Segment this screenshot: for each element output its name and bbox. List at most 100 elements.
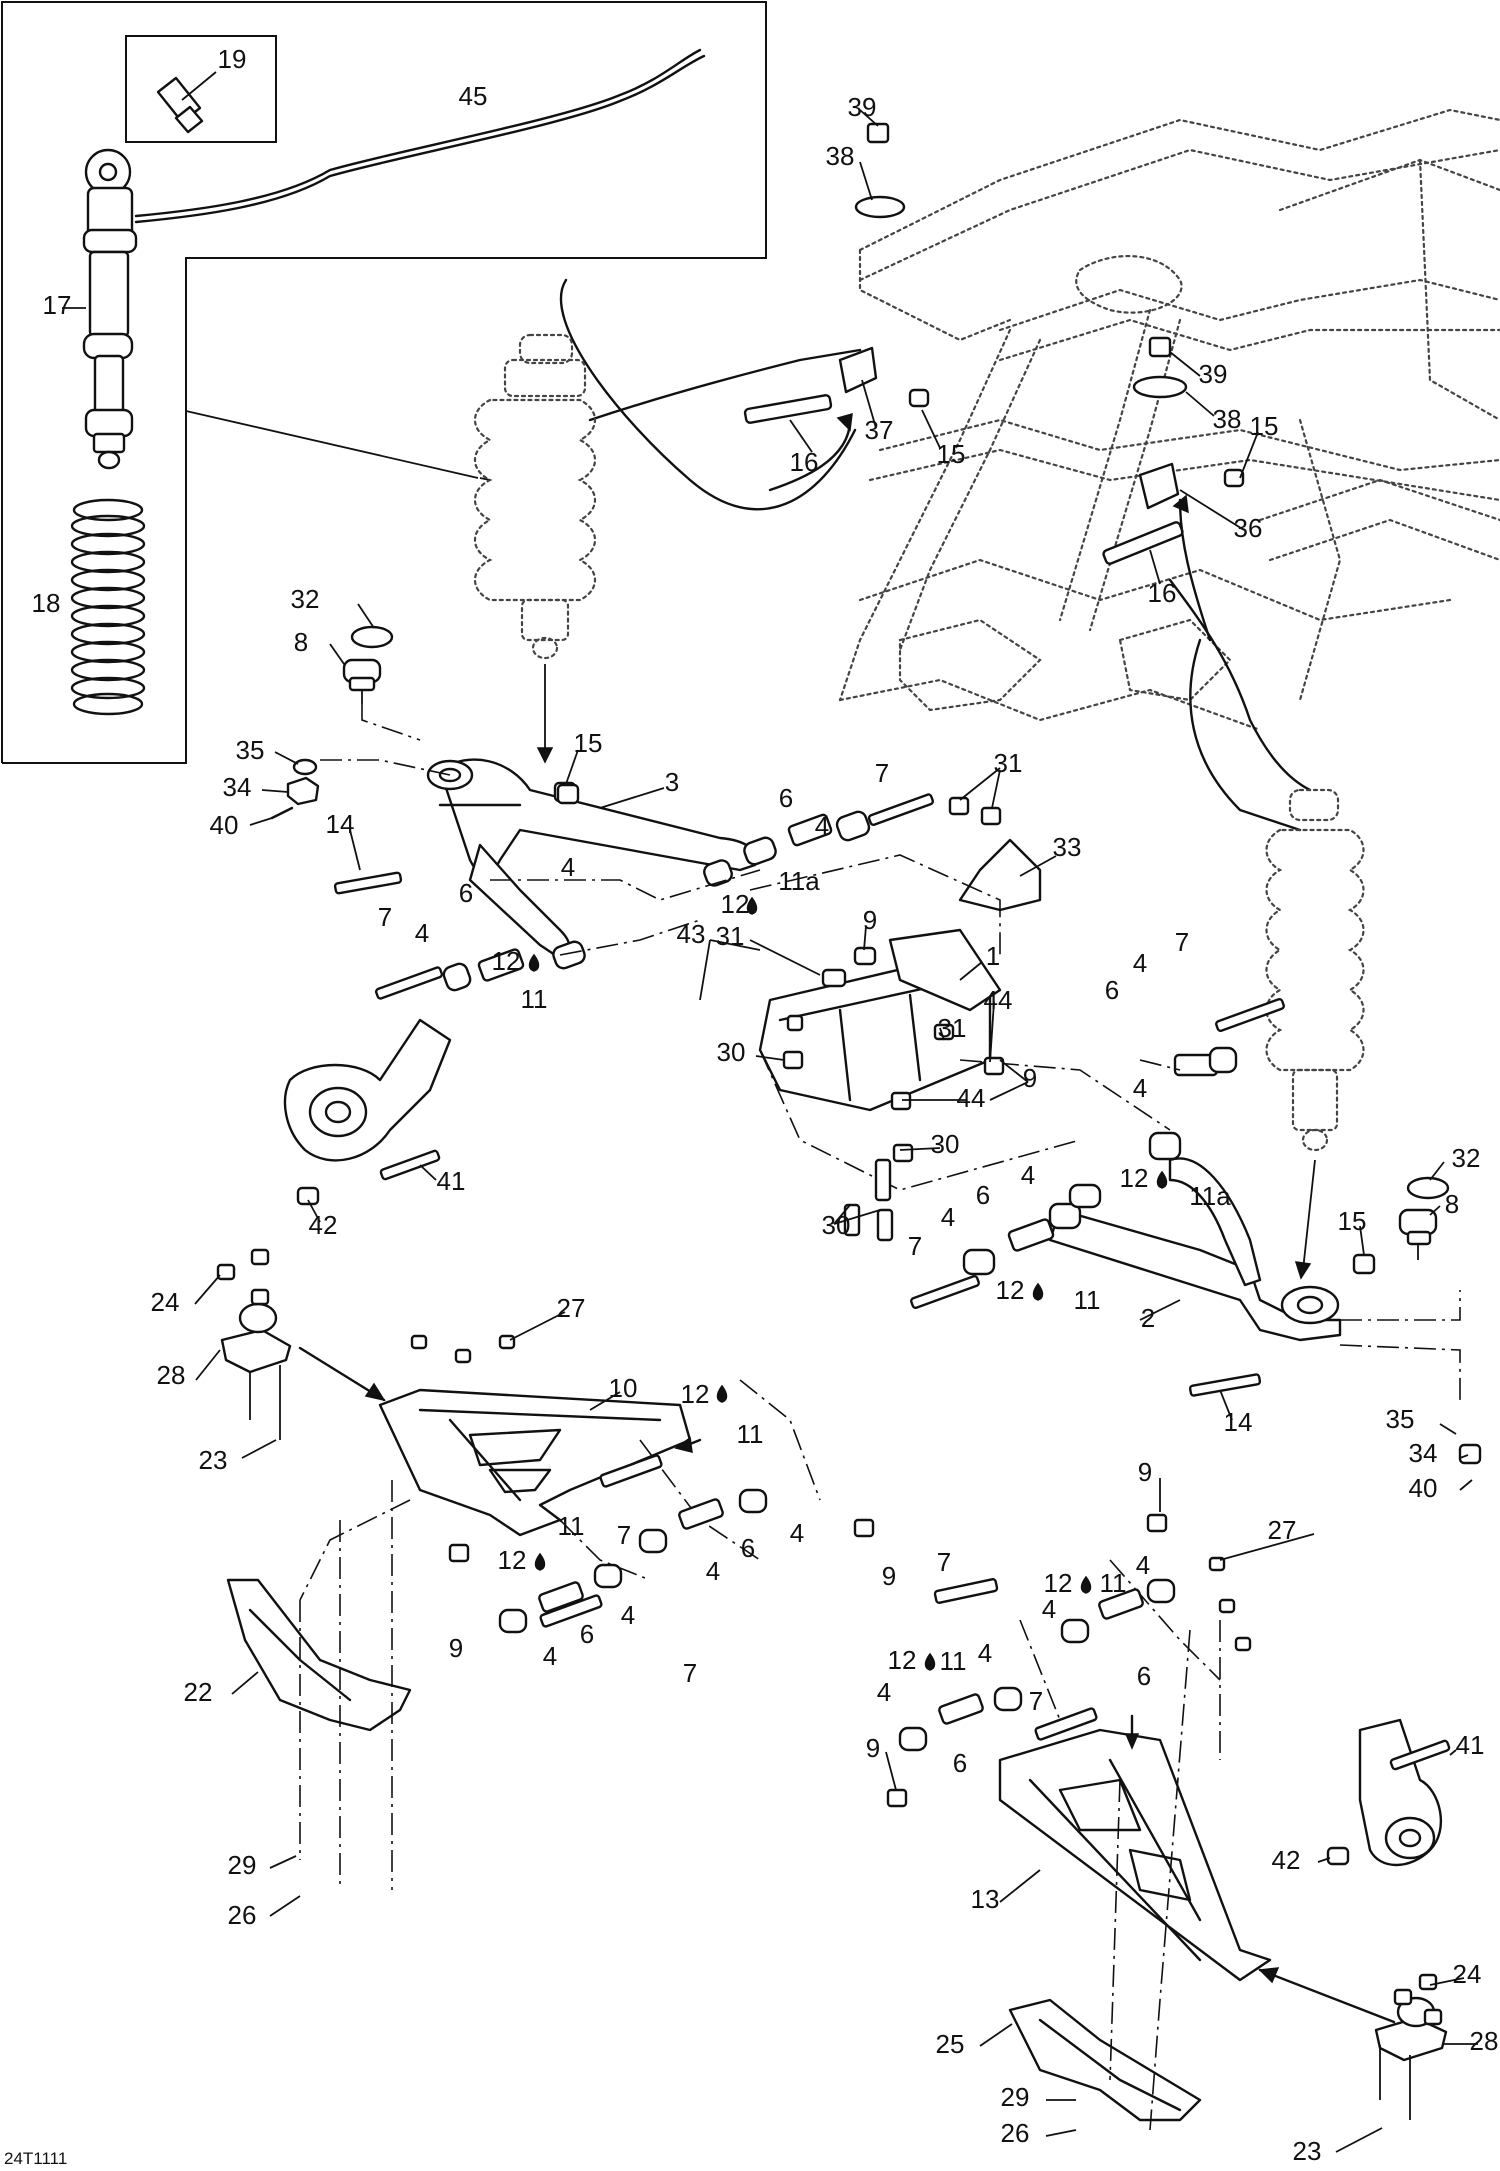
- callout-17: 17: [43, 290, 72, 320]
- callout-8: 8: [294, 627, 308, 657]
- callout-6: 6: [459, 878, 473, 908]
- callout-39: 39: [848, 92, 877, 122]
- callout-45: 45: [459, 81, 488, 111]
- skid-plate-right: [1008, 1998, 1202, 2122]
- callout-7: 7: [378, 902, 392, 932]
- callout-35: 35: [236, 735, 265, 765]
- skid-plate-left: [226, 1578, 412, 1732]
- callout-11: 11: [558, 1511, 585, 1541]
- callout-30: 30: [717, 1037, 746, 1067]
- callout-30: 30: [931, 1129, 960, 1159]
- bushings-upper-left: [333, 793, 935, 1000]
- callout-14: 14: [1224, 1407, 1253, 1437]
- callout-44: 44: [984, 985, 1013, 1015]
- callout-31: 31: [994, 748, 1023, 778]
- callout-23: 23: [1293, 2136, 1322, 2166]
- callout-26: 26: [228, 1900, 257, 1930]
- lower-ball-joint-left: [220, 1302, 292, 1440]
- callout-6: 6: [976, 1180, 990, 1210]
- callout-22: 22: [184, 1677, 213, 1707]
- callout-7: 7: [1029, 1686, 1043, 1716]
- callout-6: 6: [741, 1533, 755, 1563]
- callout-11a: 11a: [778, 866, 820, 896]
- callout-43: 43: [677, 919, 706, 949]
- callout-40: 40: [1409, 1473, 1438, 1503]
- shock-absorber-part: [62, 48, 706, 470]
- callout-7: 7: [908, 1231, 922, 1261]
- callout-11: 11: [1074, 1285, 1101, 1315]
- callout-6: 6: [1137, 1661, 1151, 1691]
- direction-arrows: [298, 412, 1396, 2024]
- callout-4: 4: [978, 1638, 992, 1668]
- callout-16: 16: [790, 447, 819, 477]
- callout-19: 19: [218, 44, 247, 74]
- coil-spring-part: [70, 498, 146, 716]
- callout-3: 3: [665, 767, 679, 797]
- callout-27: 27: [557, 1293, 586, 1323]
- callout-7: 7: [617, 1520, 631, 1550]
- callout-4: 4: [415, 918, 429, 948]
- callout-9: 9: [866, 1733, 880, 1763]
- callout-34: 34: [1409, 1438, 1438, 1468]
- lower-a-arm-right: [998, 1728, 1272, 1982]
- callout-4: 4: [1136, 1550, 1150, 1580]
- callout-11: 11: [521, 984, 548, 1014]
- callout-4: 4: [561, 852, 575, 882]
- callout-38: 38: [1213, 404, 1242, 434]
- callout-8: 8: [1445, 1189, 1459, 1219]
- callout-30: 30: [822, 1210, 851, 1240]
- callout-29: 29: [228, 1850, 257, 1880]
- callout-7: 7: [875, 758, 889, 788]
- callout-18: 18: [32, 588, 61, 618]
- callout-41: 41: [437, 1166, 466, 1196]
- sheet-reference-id: 24T1111: [4, 2149, 67, 2168]
- callout-44: 44: [957, 1083, 986, 1113]
- callout-11a: 11a: [1189, 1181, 1231, 1211]
- callout-11: 11: [737, 1419, 764, 1449]
- callout-41: 41: [1456, 1730, 1485, 1760]
- callout-31: 31: [716, 921, 745, 951]
- callout-4: 4: [706, 1556, 720, 1586]
- callout-4: 4: [543, 1641, 557, 1671]
- callout-7: 7: [1175, 927, 1189, 957]
- steering-knuckle-left: [283, 1018, 452, 1162]
- callout-39: 39: [1199, 359, 1228, 389]
- callout-32: 32: [1452, 1143, 1481, 1173]
- callout-4: 4: [621, 1600, 635, 1630]
- callout-9: 9: [449, 1633, 463, 1663]
- callout-1: 1: [986, 941, 1000, 971]
- bushings-lower-center: [910, 997, 1285, 1397]
- callout-6: 6: [953, 1748, 967, 1778]
- callout-11: 11: [940, 1646, 967, 1676]
- lower-a-arm-left: [378, 1388, 692, 1537]
- callout-4: 4: [815, 811, 829, 841]
- callout-24: 24: [1453, 1959, 1482, 1989]
- callout-6: 6: [1105, 975, 1119, 1005]
- callout-34: 34: [223, 772, 252, 802]
- castle-nut-left: [270, 758, 320, 820]
- valve-fitting-part: [156, 71, 217, 134]
- grease-drop-icons: [528, 896, 1168, 1671]
- callout-7: 7: [937, 1547, 951, 1577]
- callout-23: 23: [199, 1445, 228, 1475]
- callout-12: 12: [492, 946, 521, 976]
- callout-4: 4: [1133, 1073, 1147, 1103]
- callout-38: 38: [826, 141, 855, 171]
- callout-6: 6: [779, 783, 793, 813]
- callout-9: 9: [1023, 1063, 1037, 1093]
- callout-29: 29: [1001, 2082, 1030, 2112]
- callout-15: 15: [1250, 411, 1279, 441]
- upper-a-arm-left: [426, 758, 758, 957]
- vehicle-frame-outline: [838, 108, 1500, 732]
- callout-28: 28: [1470, 2026, 1499, 2056]
- lower-ball-joint-right: [1374, 1996, 1448, 2120]
- callout-42: 42: [309, 1210, 338, 1240]
- callout-4: 4: [1133, 948, 1147, 978]
- callout-12: 12: [1120, 1163, 1149, 1193]
- callout-9: 9: [1138, 1457, 1152, 1487]
- callout-28: 28: [157, 1360, 186, 1390]
- shock-detail-inset: [1, 1, 767, 764]
- callout-12: 12: [996, 1275, 1025, 1305]
- callout-2: 2: [1141, 1303, 1155, 1333]
- callout-35: 35: [1386, 1404, 1415, 1434]
